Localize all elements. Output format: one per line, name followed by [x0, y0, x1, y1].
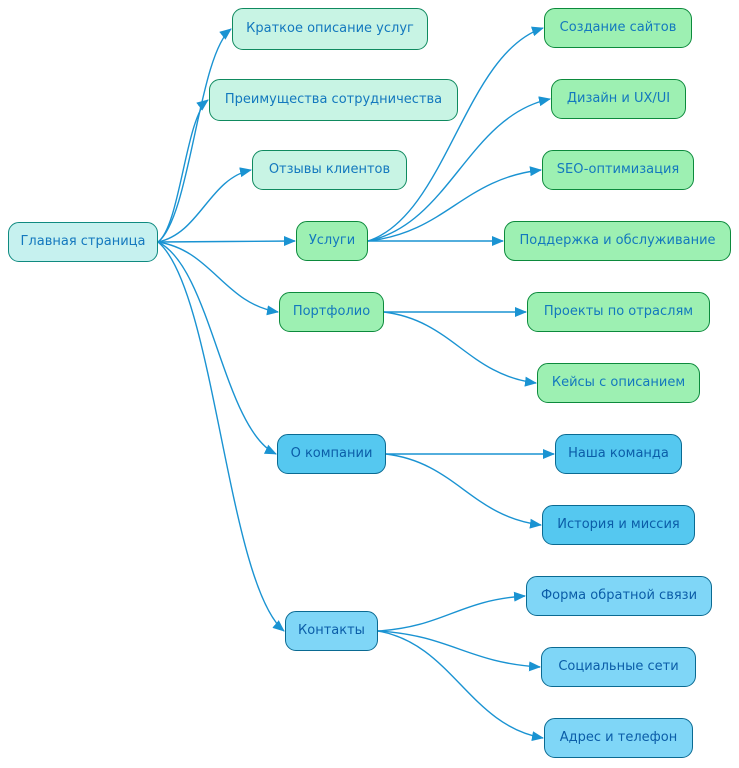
edge-home-reviews: [157, 167, 252, 243]
node-seo: SEO-оптимизация: [542, 150, 694, 190]
node-form: Форма обратной связи: [526, 576, 712, 616]
node-services: Услуги: [296, 221, 368, 261]
node-benefits: Преимущества сотрудничества: [209, 79, 458, 121]
edge-home-portfolio: [157, 241, 279, 316]
node-address: Адрес и телефон: [544, 718, 693, 758]
edge-contacts-form: [377, 591, 526, 632]
edge-home-services: [157, 236, 296, 247]
node-design: Дизайн и UX/UI: [551, 79, 686, 119]
node-industries: Проекты по отраслям: [527, 292, 710, 332]
node-team: Наша команда: [555, 434, 682, 474]
edge-home-benefits: [157, 99, 209, 243]
edge-home-contacts: [157, 241, 285, 632]
node-history: История и миссия: [542, 505, 695, 545]
node-support: Поддержка и обслуживание: [504, 221, 731, 261]
edge-home-about: [157, 241, 277, 455]
edge-contacts-social: [377, 630, 541, 672]
node-contacts: Контакты: [285, 611, 378, 651]
edge-services-sites: [367, 26, 544, 242]
node-brief: Краткое описание услуг: [232, 8, 428, 50]
node-social: Социальные сети: [541, 647, 696, 687]
node-about: О компании: [277, 434, 386, 474]
node-reviews: Отзывы клиентов: [252, 150, 407, 190]
edge-about-history: [385, 453, 542, 529]
edge-contacts-address: [377, 630, 544, 742]
node-home: Главная страница: [8, 222, 158, 262]
node-cases: Кейсы с описанием: [537, 363, 700, 403]
node-sites: Создание сайтов: [544, 8, 692, 48]
edge-portfolio-cases: [383, 311, 537, 387]
node-portfolio: Портфолио: [279, 292, 384, 332]
edge-home-brief: [157, 28, 232, 243]
